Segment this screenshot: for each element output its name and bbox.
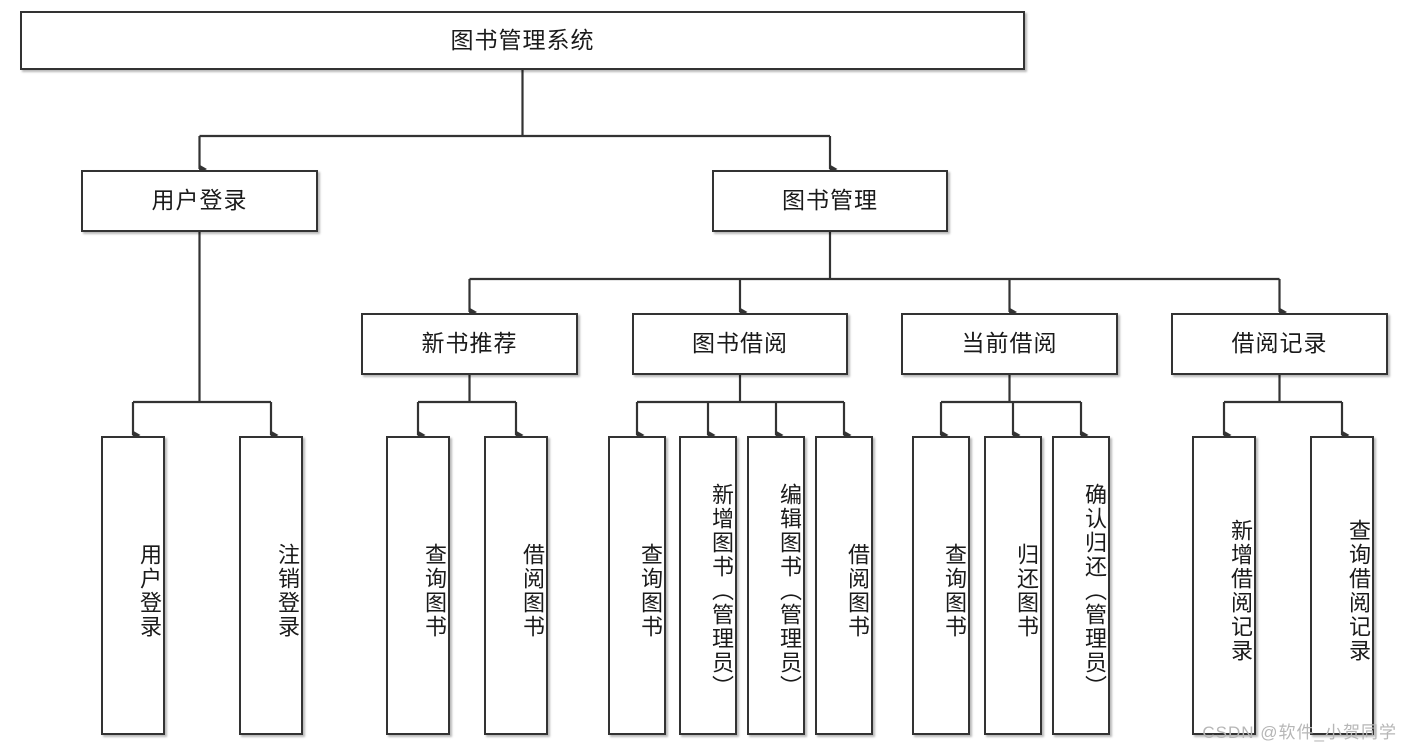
node-leaf-query-book-borrow[interactable]: 查询图书 <box>608 436 666 735</box>
node-book-manage[interactable]: 图书管理 <box>712 170 948 232</box>
node-book-borrow[interactable]: 图书借阅 <box>632 313 848 375</box>
node-label: 图书管理系统 <box>450 26 595 53</box>
node-label: 借阅图书 <box>520 542 545 639</box>
node-leaf-query-record[interactable]: 查询借阅记录 <box>1310 436 1374 735</box>
node-user-login[interactable]: 用户登录 <box>81 170 318 232</box>
edge-group <box>131 70 1350 440</box>
node-leaf-borrow-book[interactable]: 借阅图书 <box>815 436 873 735</box>
node-label: 借阅记录 <box>1231 330 1328 357</box>
node-leaf-borrow-book-rec[interactable]: 借阅图书 <box>484 436 548 735</box>
node-leaf-add-book[interactable]: 新增图书（管理员） <box>679 436 737 735</box>
node-leaf-query-book-cur[interactable]: 查询图书 <box>912 436 970 735</box>
node-leaf-add-record[interactable]: 新增借阅记录 <box>1192 436 1256 735</box>
node-new-book-recommend[interactable]: 新书推荐 <box>361 313 578 375</box>
node-label: 注销登录 <box>275 542 300 639</box>
node-current-borrow[interactable]: 当前借阅 <box>901 313 1118 375</box>
node-root[interactable]: 图书管理系统 <box>20 11 1025 70</box>
node-label: 查询图书 <box>638 542 663 639</box>
node-leaf-user-login[interactable]: 用户登录 <box>101 436 165 735</box>
node-label: 查询图书 <box>422 542 447 639</box>
node-label: 用户登录 <box>137 542 162 639</box>
node-leaf-confirm-return[interactable]: 确认归还（管理员） <box>1052 436 1110 735</box>
node-label: 用户登录 <box>151 187 248 214</box>
node-borrow-record[interactable]: 借阅记录 <box>1171 313 1388 375</box>
node-label: 图书管理 <box>782 187 878 214</box>
node-label: 借阅图书 <box>845 542 870 639</box>
node-label: 查询借阅记录 <box>1346 518 1371 663</box>
node-label: 归还图书 <box>1014 542 1039 639</box>
node-label: 编辑图书（管理员） <box>777 482 802 699</box>
node-label: 查询图书 <box>942 542 967 639</box>
node-leaf-logout[interactable]: 注销登录 <box>239 436 303 735</box>
node-label: 当前借阅 <box>961 330 1058 357</box>
node-label: 新增借阅记录 <box>1228 518 1253 663</box>
node-label: 新增图书（管理员） <box>709 482 734 699</box>
node-label: 图书借阅 <box>692 330 788 357</box>
node-leaf-query-book-rec[interactable]: 查询图书 <box>386 436 450 735</box>
node-label: 确认归还（管理员） <box>1082 482 1107 699</box>
watermark-label: CSDN @软件_小贺同学 <box>1202 723 1397 742</box>
node-leaf-edit-book[interactable]: 编辑图书（管理员） <box>747 436 805 735</box>
node-label: 新书推荐 <box>421 330 518 357</box>
node-leaf-return-book[interactable]: 归还图书 <box>984 436 1042 735</box>
